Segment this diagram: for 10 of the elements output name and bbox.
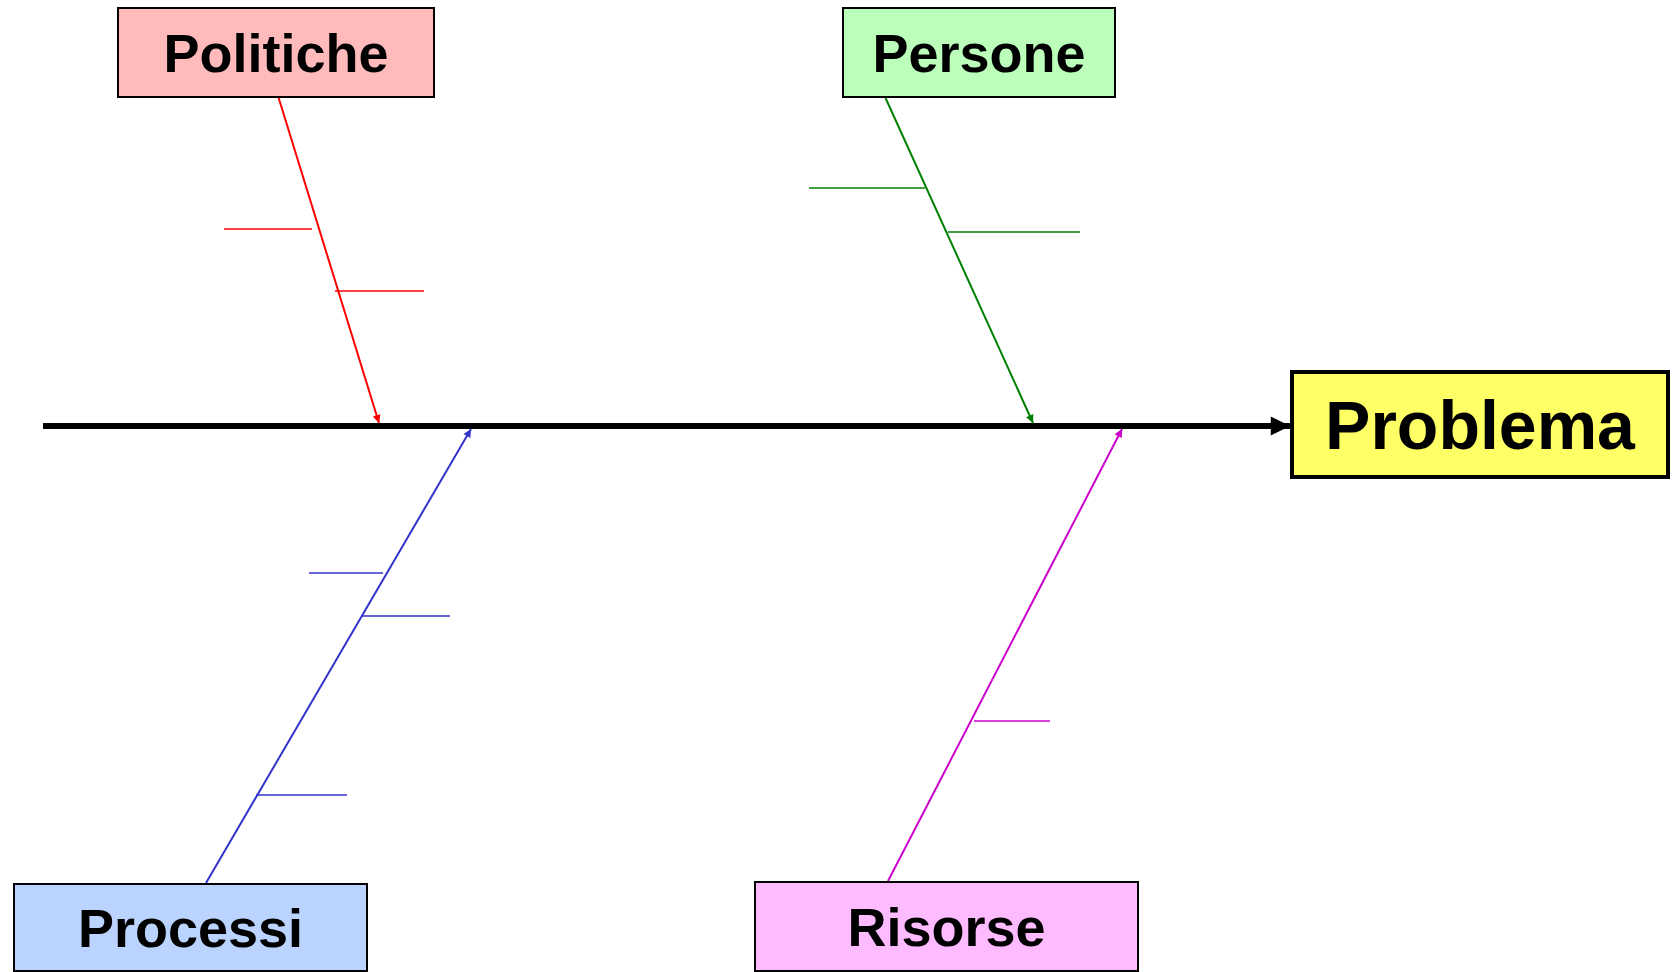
- arrow: [884, 97, 1034, 424]
- arrow: [43, 416, 1290, 436]
- problem-box: Problema: [1290, 370, 1670, 479]
- arrow: [205, 428, 472, 884]
- category-box: Persone: [842, 7, 1116, 98]
- arrow: [887, 428, 1123, 882]
- arrow: [277, 97, 381, 424]
- category-box: Processi: [13, 883, 368, 972]
- category-box: Risorse: [754, 881, 1139, 972]
- category-box: Politiche: [117, 7, 435, 98]
